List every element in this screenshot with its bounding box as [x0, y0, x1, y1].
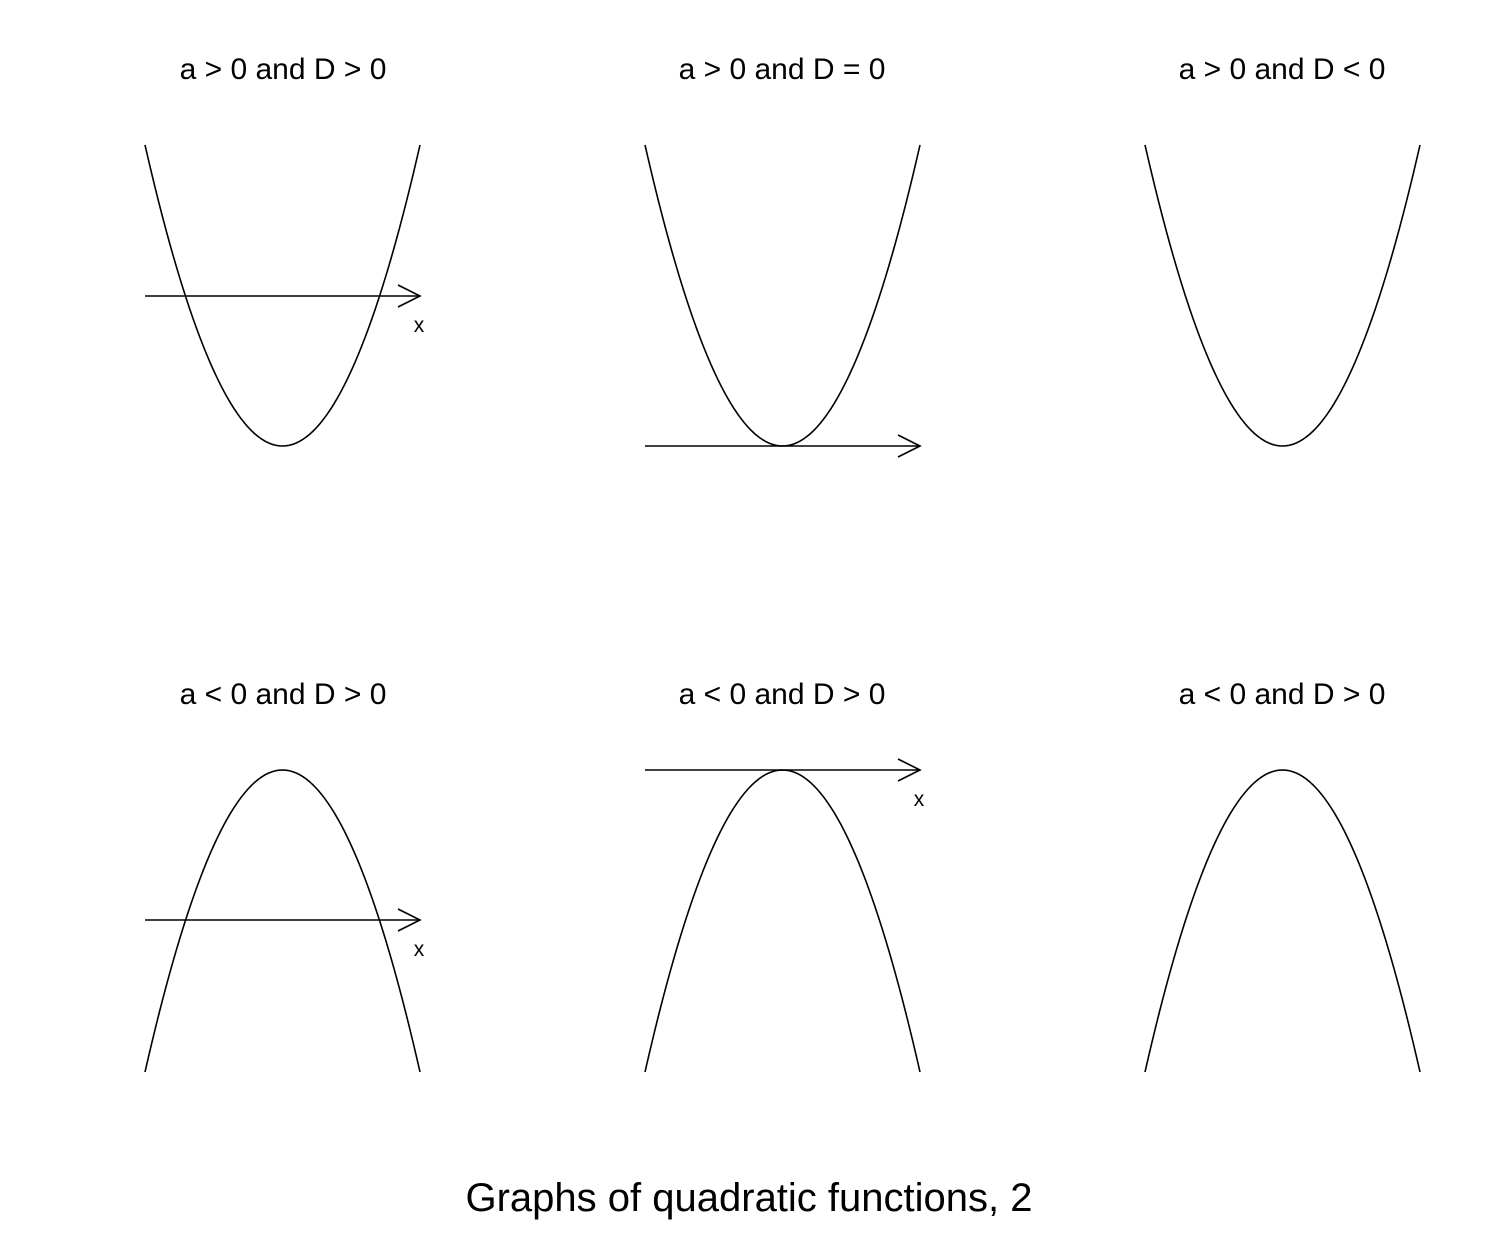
panel-1-axis-label: x	[414, 314, 425, 337]
panel-2: a > 0 and D = 0	[644, 53, 922, 458]
panel-4: a < 0 and D > 0 x	[144, 678, 425, 1073]
panel-2-title: a > 0 and D = 0	[679, 53, 886, 86]
figure-caption: Graphs of quadratic functions, 2	[466, 1176, 1033, 1220]
panel-3-title: a > 0 and D < 0	[1179, 53, 1386, 86]
panel-4-axis-label: x	[414, 938, 425, 961]
panel-2-axis-arrowhead	[897, 434, 922, 458]
panel-5: a < 0 and D > 0 x	[644, 678, 925, 1073]
panel-5-axis-arrowhead	[897, 758, 922, 782]
panel-1-title: a > 0 and D > 0	[180, 53, 387, 86]
panel-1: a > 0 and D > 0 x	[144, 53, 425, 447]
panel-4-title: a < 0 and D > 0	[180, 678, 387, 711]
panel-3-parabola	[1144, 144, 1421, 447]
panel-5-parabola	[644, 769, 921, 1073]
panel-6-title: a < 0 and D > 0	[1179, 678, 1386, 711]
panel-2-parabola	[644, 144, 921, 447]
panel-3: a > 0 and D < 0	[1144, 53, 1421, 447]
panel-6: a < 0 and D > 0	[1144, 678, 1421, 1073]
panel-5-title: a < 0 and D > 0	[679, 678, 886, 711]
panel-1-parabola	[144, 144, 421, 447]
panel-6-parabola	[1144, 769, 1421, 1073]
panel-1-axis-arrowhead	[397, 284, 422, 308]
panel-4-axis-arrowhead	[397, 908, 422, 932]
panel-5-axis-label: x	[914, 788, 925, 811]
panel-4-parabola	[144, 769, 421, 1073]
